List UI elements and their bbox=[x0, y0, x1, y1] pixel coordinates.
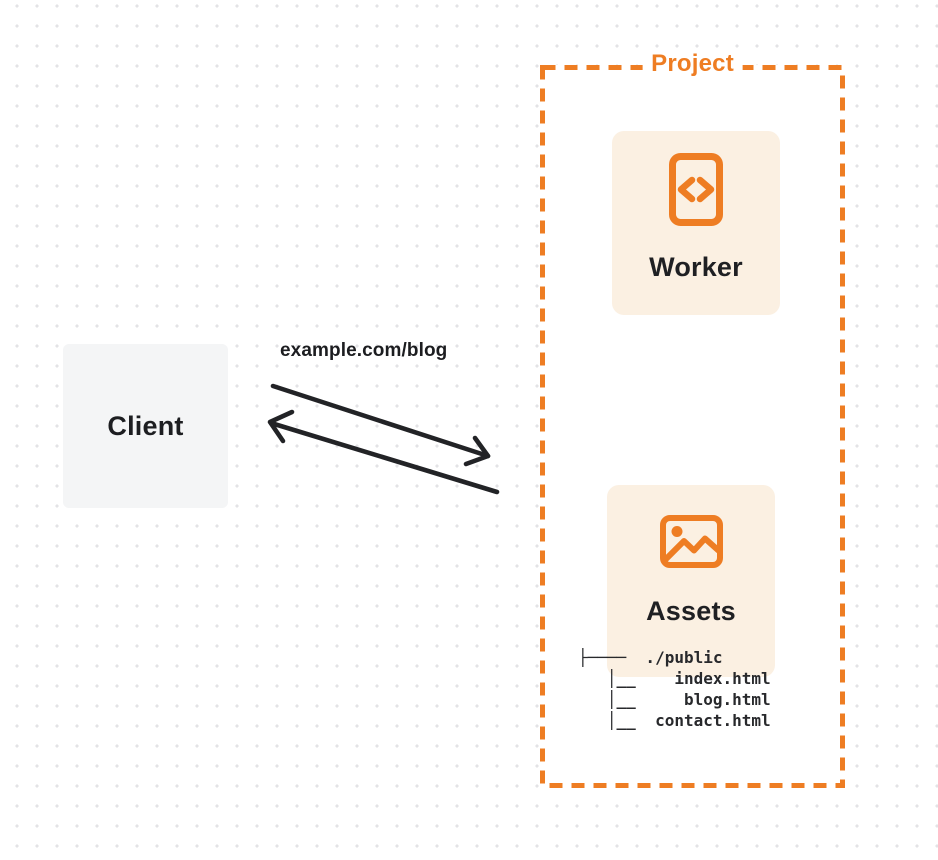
file-tree-root: ├──── ./public bbox=[578, 648, 723, 667]
worker-node: Worker bbox=[612, 131, 780, 315]
worker-label: Worker bbox=[649, 252, 743, 282]
project-label: Project bbox=[642, 50, 743, 78]
file-tree-item: │__ contact.html bbox=[578, 711, 771, 730]
client-node: Client bbox=[63, 344, 228, 508]
request-arrowhead bbox=[463, 435, 491, 467]
code-file-icon bbox=[669, 153, 723, 226]
response-arrow-line bbox=[268, 420, 500, 495]
project-boundary: Project Worker Assets ├──── ./public │__… bbox=[540, 50, 845, 788]
request-url-label: example.com/blog bbox=[280, 340, 448, 361]
file-tree-item: │__ index.html bbox=[578, 669, 771, 688]
client-label: Client bbox=[107, 410, 184, 441]
image-icon bbox=[659, 515, 723, 568]
response-arrowhead bbox=[267, 409, 295, 444]
project-dashed-border bbox=[540, 65, 845, 788]
file-tree-item: │__ blog.html bbox=[578, 690, 771, 709]
assets-node: Assets bbox=[607, 485, 775, 677]
request-arrow-line bbox=[270, 383, 491, 459]
assets-label: Assets bbox=[646, 596, 736, 626]
file-tree: ├──── ./public │__ index.html │__ blog.h… bbox=[578, 647, 771, 731]
